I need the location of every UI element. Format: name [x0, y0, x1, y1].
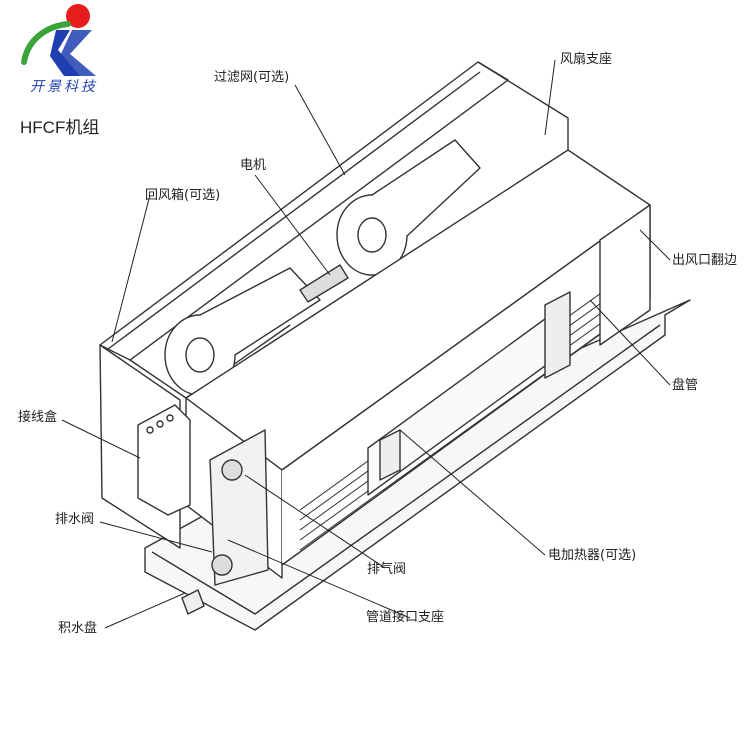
- heater-terminal: [379, 429, 401, 481]
- label-coil: 盘管: [672, 378, 699, 393]
- fan-scroll-right-hub: [357, 217, 387, 253]
- leader-drain-valve: [99, 521, 213, 553]
- junction-box: [137, 404, 191, 516]
- label-pipe-bracket: 管道接口支座: [366, 610, 445, 625]
- drain-pipe: [181, 589, 205, 615]
- label-motor: 电机: [240, 158, 267, 173]
- fan-scroll-left-hub: [185, 337, 215, 373]
- leader-junction-box: [61, 419, 141, 459]
- label-return-box: 回风箱(可选): [145, 188, 221, 203]
- drain-valve: [211, 554, 233, 576]
- company-name: 开景科技: [30, 79, 98, 95]
- logo-green-swoosh: [21, 21, 71, 65]
- filter-frame-inner: [107, 71, 481, 350]
- vent-valve: [221, 459, 243, 481]
- leader-return-box: [111, 194, 151, 343]
- company-logo: [21, 4, 96, 76]
- model-label: HFCF机组: [20, 118, 100, 137]
- motor: [299, 264, 349, 303]
- leader-pipe-bracket: [227, 539, 411, 619]
- label-junction-box: 接线盒: [18, 410, 58, 425]
- fan-housing-left: [199, 267, 321, 356]
- logo-blue-k-right: [60, 30, 96, 76]
- leader-coil: [589, 299, 671, 386]
- drip-tray-rim: [151, 324, 661, 615]
- label-fan-bracket: 风扇支座: [560, 52, 613, 67]
- leader-vent-valve: [244, 474, 386, 569]
- leader-electric-heater: [399, 429, 546, 556]
- junction-knockout: [146, 426, 154, 434]
- heater-bracket: [544, 291, 571, 379]
- label-electric-heater: 电加热器(可选): [548, 548, 637, 563]
- leader-filter-net: [294, 84, 346, 176]
- fan-housing-right: [371, 139, 481, 237]
- junction-knockout: [166, 414, 174, 422]
- label-drain-valve: 排水阀: [55, 512, 95, 527]
- label-filter-net: 过滤网(可选): [214, 70, 290, 85]
- junction-knockout: [156, 420, 164, 428]
- label-outlet-flange: 出风口翻边: [672, 253, 738, 268]
- back-top-edge: [477, 61, 569, 150]
- leader-drip-tray: [104, 592, 186, 629]
- label-drip-tray: 积水盘: [58, 621, 98, 636]
- leader-motor: [254, 174, 331, 276]
- leader-outlet-flange: [639, 229, 671, 261]
- leader-fan-bracket: [544, 59, 556, 136]
- logo-red-sun: [66, 4, 90, 28]
- label-vent-valve: 排气阀: [367, 562, 407, 577]
- logo-blue-k-left: [50, 30, 80, 76]
